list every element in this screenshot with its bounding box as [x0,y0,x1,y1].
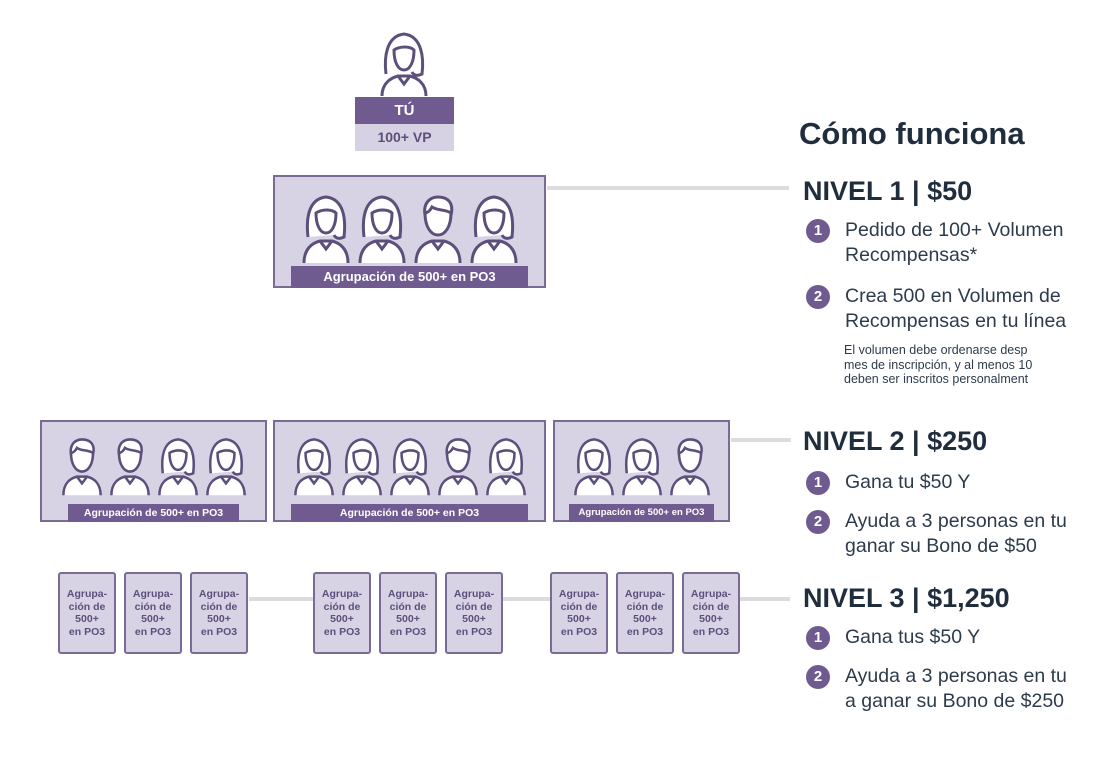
group-label: Agrupación de 500+ en PO3 [291,504,528,522]
level1-people [275,193,544,273]
female-person-icon [340,436,384,516]
connector-level3-a [249,597,313,601]
level3-box: Agrupa- ción de 500+ en PO3 [379,572,437,654]
level1-item1-number: 1 [806,219,830,243]
level2-item1-number: 1 [806,471,830,495]
level1-title: NIVEL 1 | $50 [803,176,973,206]
you-avatar-icon [376,30,432,98]
level2-group-1-people [42,436,265,516]
level3-box: Agrupa- ción de 500+ en PO3 [124,572,182,654]
level2-group-1: Agrupación de 500+ en PO3 [40,420,267,522]
female-person-icon [156,436,200,516]
male-person-icon [412,193,464,273]
female-person-icon [572,436,616,516]
level2-item2-number: 2 [806,510,830,534]
level1-item2-number: 2 [806,285,830,309]
connector-level2 [731,438,791,442]
male-person-icon [60,436,104,516]
level3-item1-text: Gana tus $50 Y [845,626,981,648]
female-person-icon [204,436,248,516]
group-label: Agrupación de 500+ en PO3 [291,266,528,288]
panel-title: Cómo funciona [799,116,1025,151]
female-person-icon [620,436,664,516]
female-person-icon [468,193,520,273]
connector-level3-b [503,597,550,601]
level2-group-2: Agrupación de 500+ en PO3 [273,420,546,522]
level3-box: Agrupa- ción de 500+ en PO3 [58,572,116,654]
connector-level3-c [740,597,790,601]
level2-item1-text: Gana tu $50 Y [845,471,971,493]
level3-box: Agrupa- ción de 500+ en PO3 [682,572,740,654]
level3-box: Agrupa- ción de 500+ en PO3 [616,572,674,654]
level3-item1-number: 1 [806,626,830,650]
level1-item1-text: Pedido de 100+ Volumen Recompensas* [845,219,1064,266]
you-label: TÚ [355,97,454,124]
level2-group-2-people [275,436,544,516]
level3-box: Agrupa- ción de 500+ en PO3 [550,572,608,654]
level2-item2-text: Ayuda a 3 personas en tu ganar su Bono d… [845,510,1067,557]
level3-item2-number: 2 [806,665,830,689]
connector-level1 [547,186,789,190]
male-person-icon [436,436,480,516]
level3-box: Agrupa- ción de 500+ en PO3 [313,572,371,654]
you-volume: 100+ VP [355,124,454,151]
level2-title: NIVEL 2 | $250 [803,426,988,456]
level3-box: Agrupa- ción de 500+ en PO3 [190,572,248,654]
level2-group-3-people [555,436,728,516]
male-person-icon [108,436,152,516]
level3-box: Agrupa- ción de 500+ en PO3 [445,572,503,654]
female-person-icon [356,193,408,273]
female-person-icon [484,436,528,516]
female-person-icon [388,436,432,516]
level3-item2-text: Ayuda a 3 personas en tu a ganar su Bono… [845,665,1067,712]
level2-group-3: Agrupación de 500+ en PO3 [553,420,730,522]
female-person-icon [292,436,336,516]
level1-item2-text: Crea 500 en Volumen de Recompensas en tu… [845,285,1067,332]
female-person-icon [300,193,352,273]
group-label: Agrupación de 500+ en PO3 [68,504,239,522]
level1-group: Agrupación de 500+ en PO3 [273,175,546,288]
male-person-icon [668,436,712,516]
level3-title: NIVEL 3 | $1,250 [803,583,1010,613]
level1-note: El volumen debe ordenarse desp mes de in… [844,343,1033,386]
group-label: Agrupación de 500+ en PO3 [569,504,714,522]
